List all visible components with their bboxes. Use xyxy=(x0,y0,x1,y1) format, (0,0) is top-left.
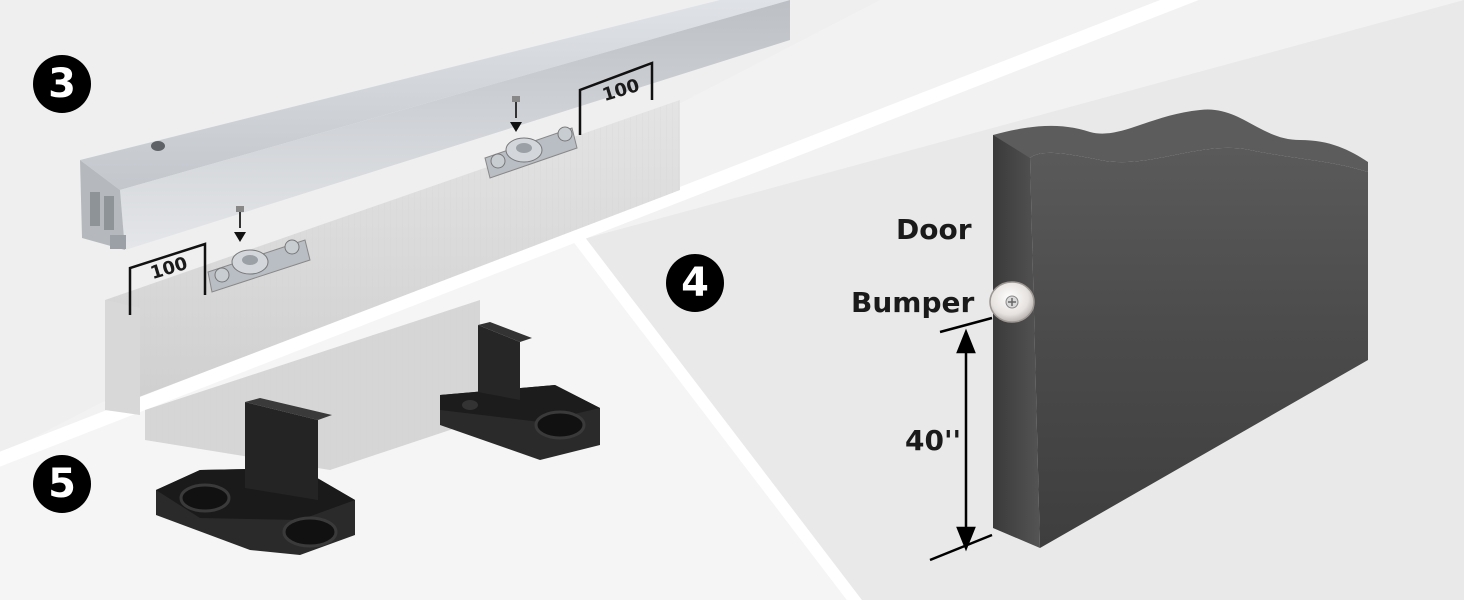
step-4-badge: 4 xyxy=(666,254,724,312)
dimension-bracket-right xyxy=(578,61,654,135)
panel-dividers xyxy=(0,0,1199,600)
door-label: Door xyxy=(896,213,972,246)
step-3-badge: 3 xyxy=(33,55,91,113)
step-5-badge: 5 xyxy=(33,455,91,513)
bracket-left xyxy=(207,206,311,293)
floor-guide-back xyxy=(440,322,600,460)
floor-guide-front xyxy=(156,398,355,555)
aluminum-rail xyxy=(80,0,790,250)
height-dimension-line xyxy=(929,316,993,562)
bracket-right xyxy=(484,96,578,179)
door-panel xyxy=(993,109,1368,548)
door-bumper-icon xyxy=(989,281,1035,323)
bumper-label: Bumper xyxy=(851,286,975,319)
height-label: 40'' xyxy=(905,424,962,457)
dimension-bracket-left xyxy=(128,242,207,315)
